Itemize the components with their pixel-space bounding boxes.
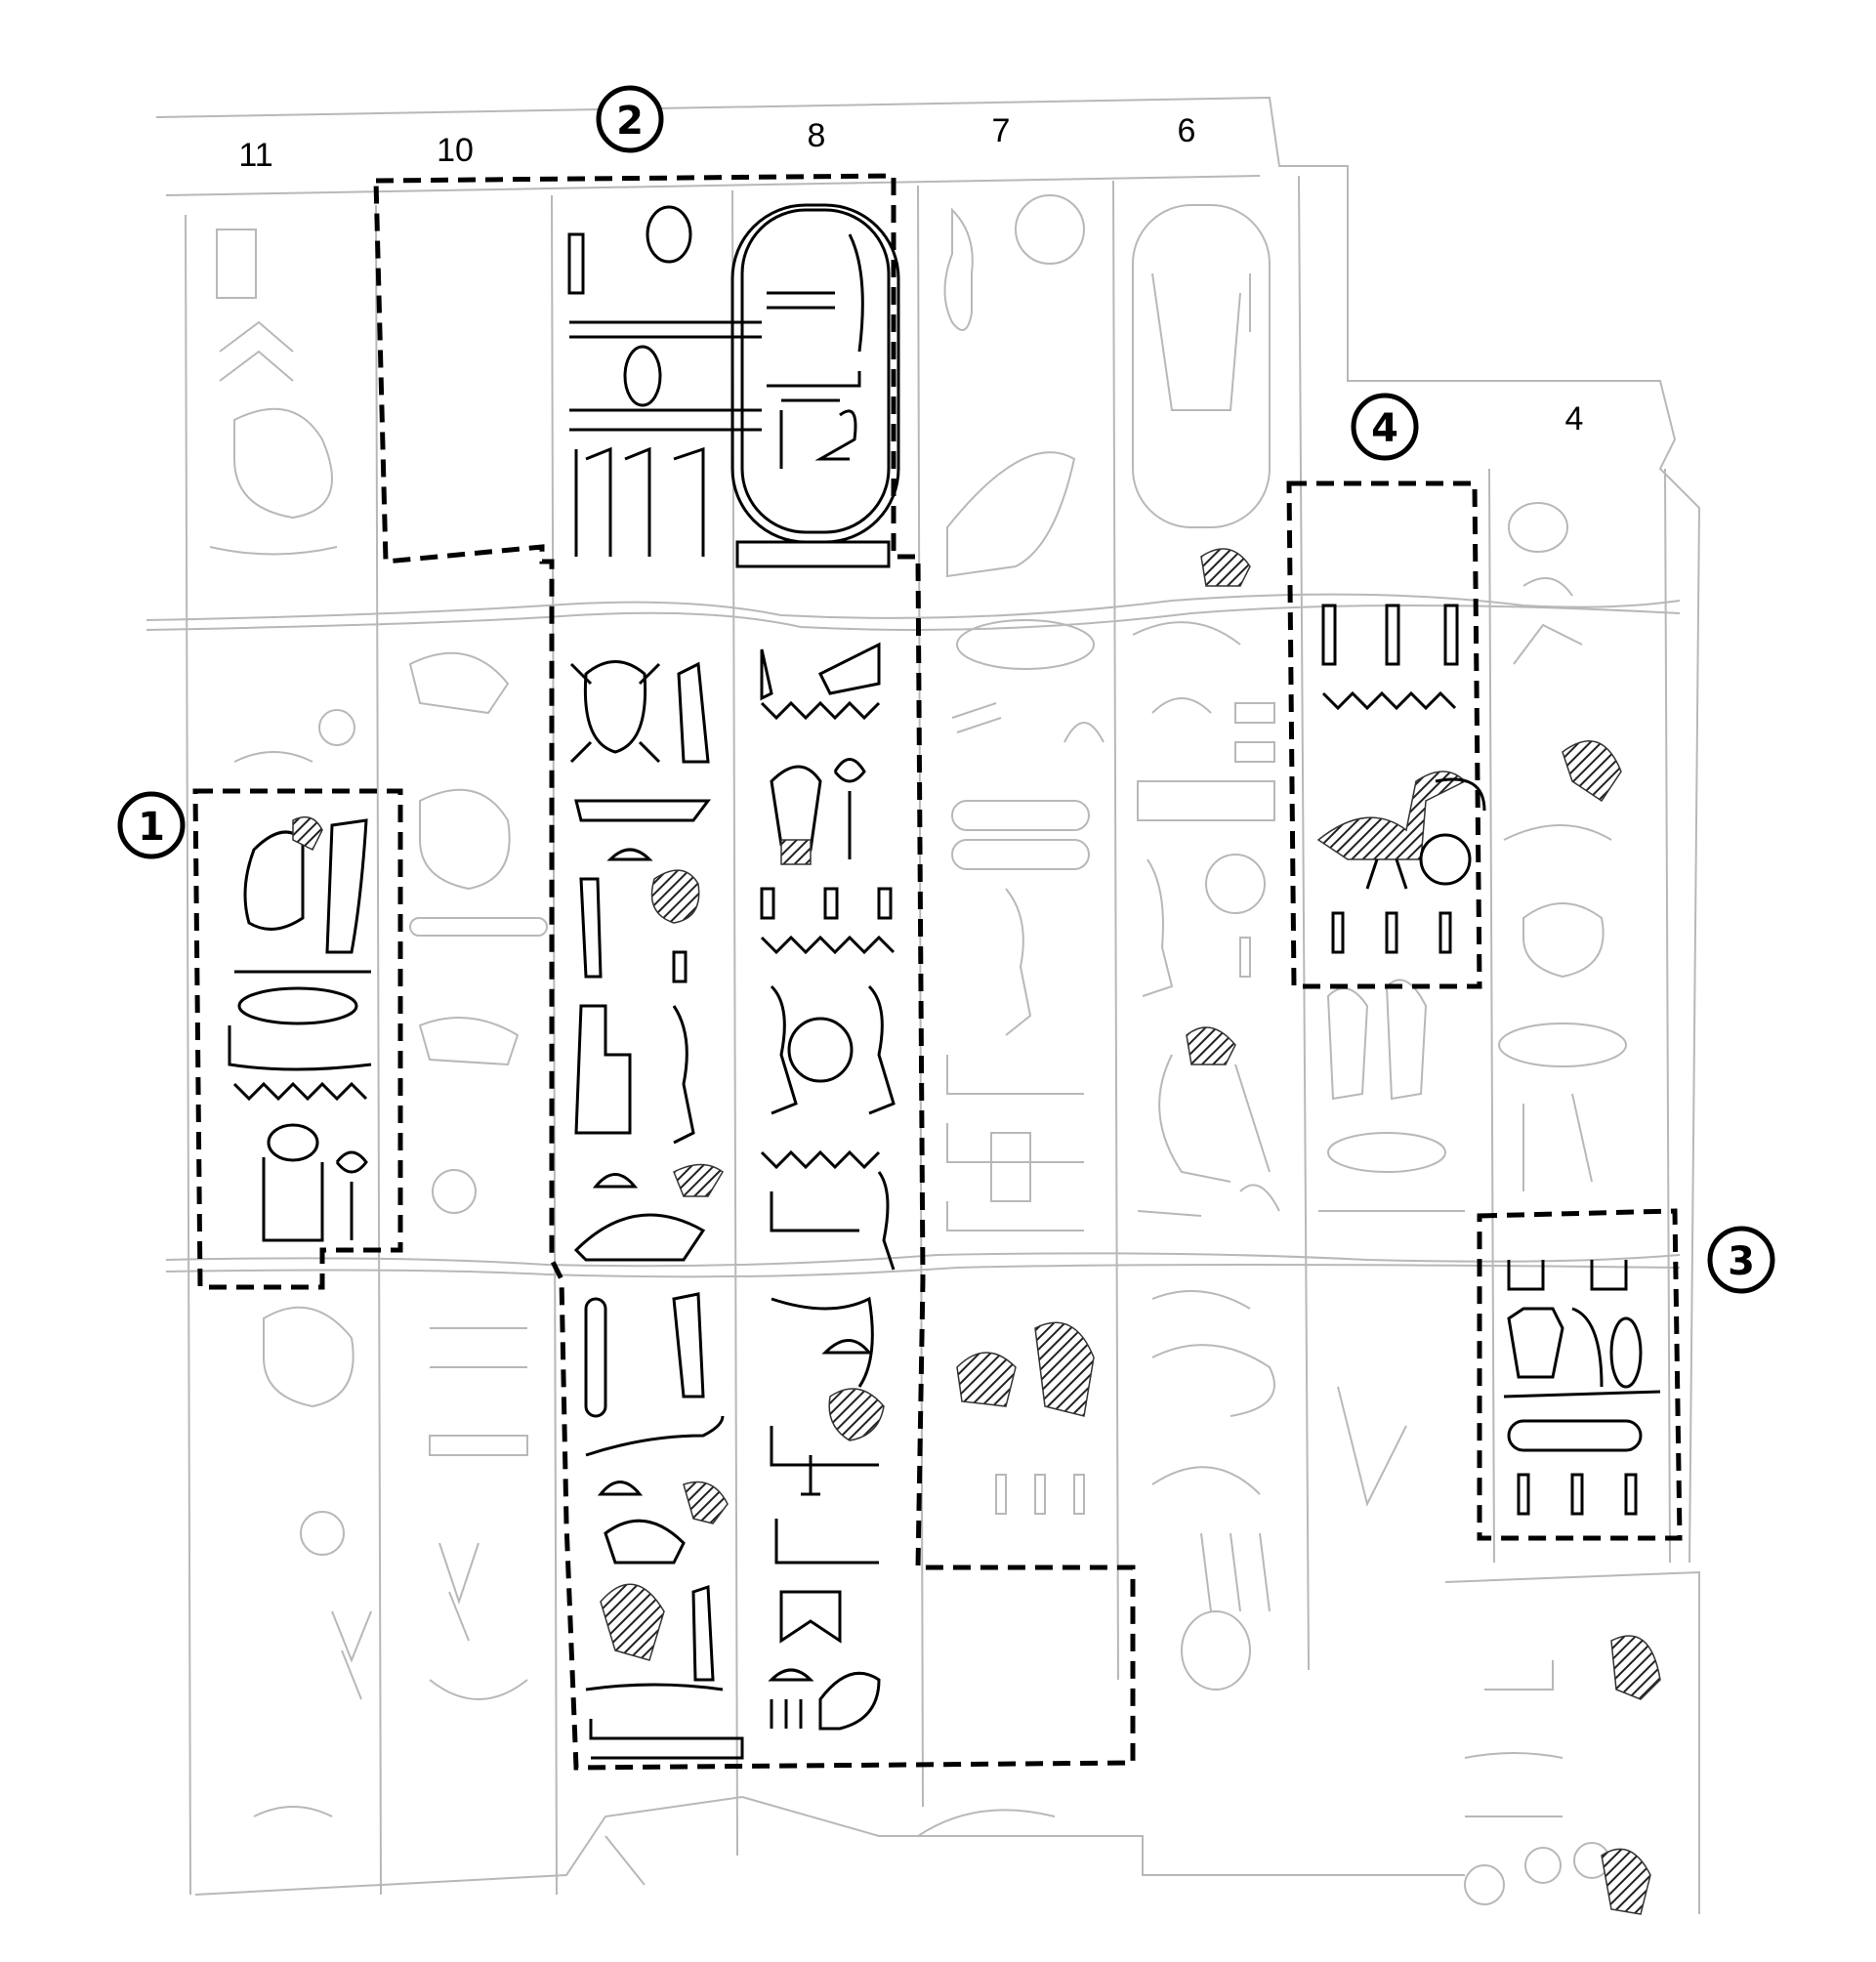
region-marker-1: 1 [117, 791, 186, 859]
column-number-11: 11 [238, 137, 272, 174]
column-number-row: 11 10 9 8 7 6 4 [238, 112, 1583, 438]
region-marker-2-label: 2 [616, 99, 644, 144]
column-number-6: 6 [1178, 112, 1196, 149]
region-marker-2: 2 [596, 85, 664, 153]
region-marker-4: 4 [1351, 393, 1419, 461]
region-marker-4-label: 4 [1371, 406, 1398, 451]
column-number-8: 8 [808, 117, 826, 154]
region-2-outline [373, 173, 1136, 1771]
fragment-outline [155, 96, 1701, 1914]
region-2-glyphs [567, 203, 900, 1760]
region-marker-1-label: 1 [138, 805, 165, 850]
column-number-10: 10 [437, 132, 474, 169]
region-4-glyphs [1316, 604, 1486, 954]
region-marker-3: 3 [1707, 1226, 1775, 1294]
column-dividers [185, 175, 1671, 1896]
region-4-outline [1286, 480, 1482, 989]
region-1-glyphs [228, 815, 372, 1242]
faint-glyphs [209, 194, 1661, 1915]
region-1-outline [192, 788, 403, 1290]
region-3-glyphs [1503, 1260, 1661, 1516]
column-number-4: 4 [1565, 400, 1584, 438]
region-3-outline [1477, 1208, 1683, 1541]
highlight-regions [192, 173, 1683, 1771]
crack-lines [146, 593, 1681, 1278]
column-number-7: 7 [992, 112, 1011, 149]
region-marker-3-label: 3 [1728, 1239, 1755, 1284]
